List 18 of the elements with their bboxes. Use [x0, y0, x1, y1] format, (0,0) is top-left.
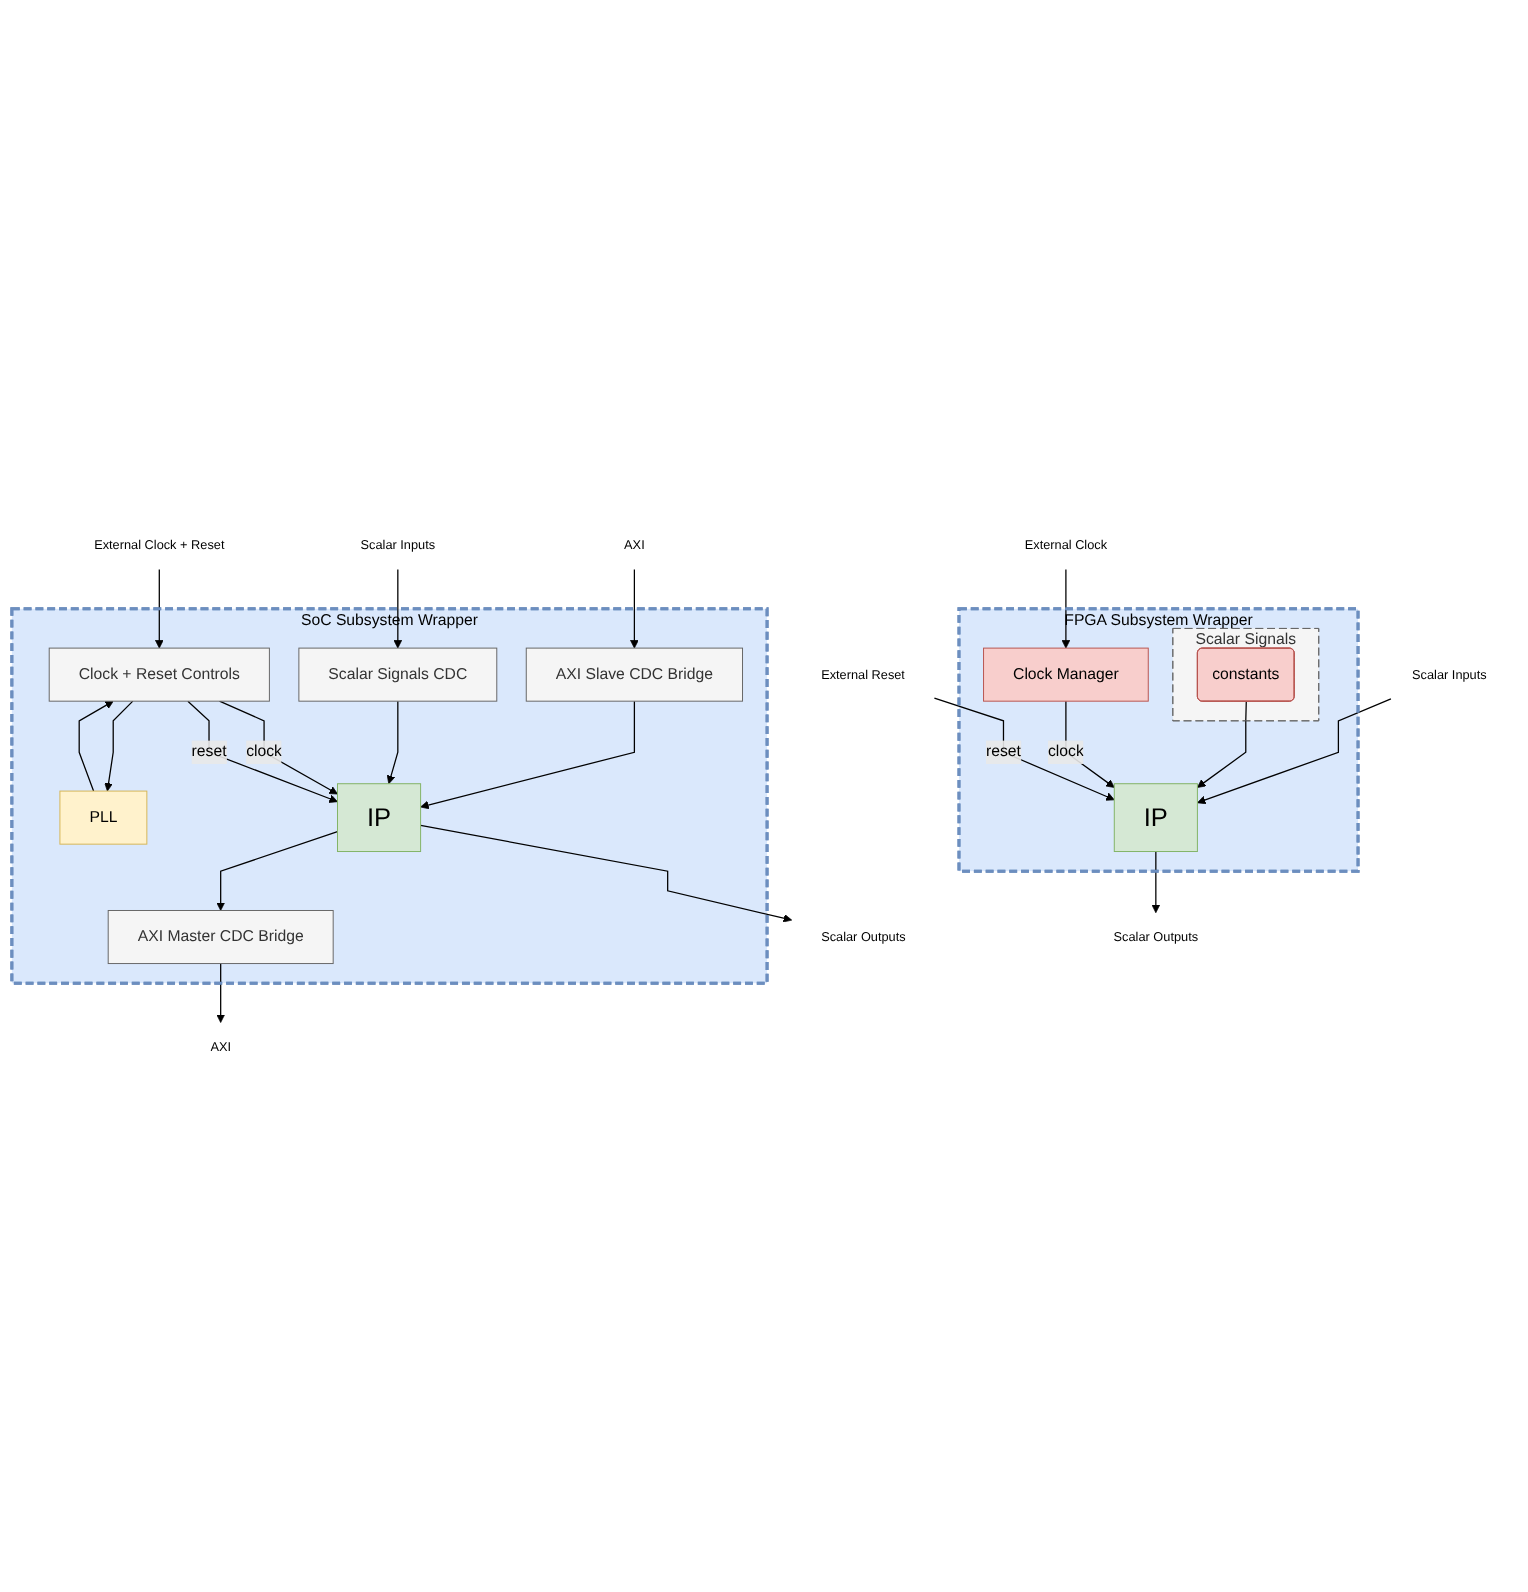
arrow [218, 700, 338, 795]
arrow [187, 700, 338, 803]
arrow [216, 831, 339, 911]
arrow [420, 700, 636, 810]
arrow [1151, 850, 1161, 914]
arrow [386, 700, 399, 785]
arrow [155, 568, 164, 649]
node-box: IP [1113, 783, 1198, 852]
node-box: IP [337, 783, 422, 852]
arrow [216, 962, 225, 1023]
arrow [1197, 701, 1247, 788]
arrow [393, 568, 403, 649]
arrow [630, 568, 639, 649]
arrow [419, 824, 793, 923]
arrow [78, 700, 114, 792]
arrow [1061, 568, 1071, 649]
arrow [104, 700, 134, 792]
arrow [1197, 698, 1392, 805]
